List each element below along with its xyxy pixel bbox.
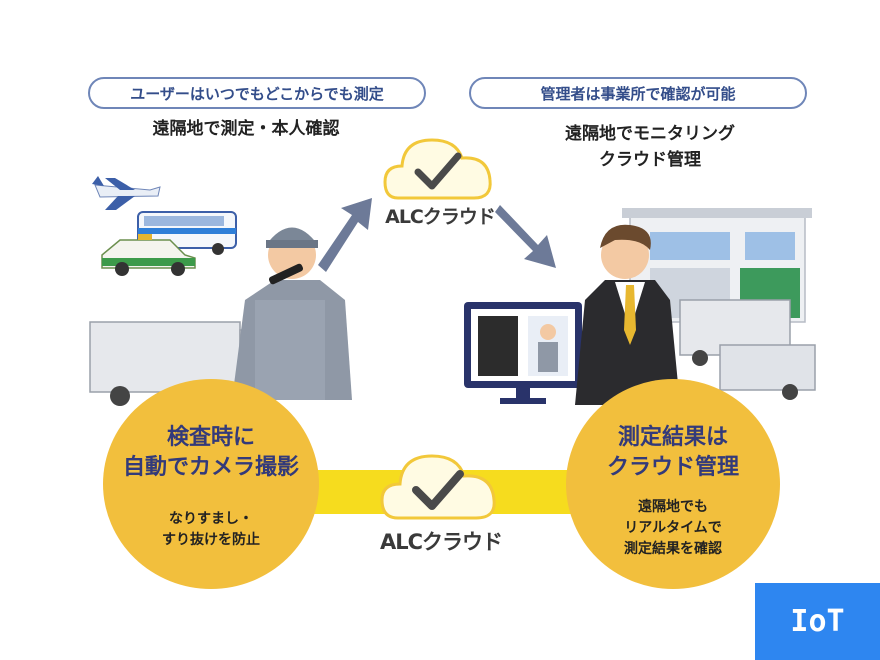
- user-measure-pill: ユーザーはいつでもどこからでも測定: [88, 77, 426, 109]
- admin-confirm-pill-text: 管理者は事業所で確認が可能: [540, 84, 736, 103]
- iot-badge: IoT: [755, 583, 880, 660]
- right-circle-sub-line2: リアルタイムで: [624, 520, 722, 536]
- taxi-icon: [101, 234, 196, 276]
- manager-icon: [575, 224, 680, 405]
- cloud-check-icon: [383, 138, 492, 200]
- cloud-top-label: ALCクラウド: [385, 206, 496, 228]
- left-circle-sub-line1: なりすまし・: [169, 511, 253, 527]
- worker-icon: [232, 227, 352, 400]
- monitor-icon: [464, 302, 582, 404]
- arrow-up-right: [318, 198, 372, 272]
- arrow-down-right: [495, 205, 556, 268]
- right-caption-line1: 遠隔地でモニタリング: [565, 124, 735, 144]
- airplane-icon: [92, 176, 161, 210]
- right-feature-circle: 測定結果は クラウド管理 遠隔地でも リアルタイムで 測定結果を確認: [566, 379, 780, 589]
- left-feature-circle: 検査時に 自動でカメラ撮影 なりすまし・ すり抜けを防止: [103, 379, 319, 589]
- truck-icon: [679, 299, 816, 400]
- left-caption-text: 遠隔地で測定・本人確認: [152, 119, 340, 139]
- left-circle-title-line1: 検査時に: [166, 425, 255, 450]
- iot-badge-text: IoT: [790, 604, 845, 639]
- cloud-bottom-label: ALCクラウド: [379, 530, 503, 554]
- cloud-check-icon: [380, 454, 496, 520]
- right-circle-sub-line1: 遠隔地でも: [638, 499, 708, 515]
- left-circle-title-line2: 自動でカメラ撮影: [122, 455, 299, 480]
- admin-confirm-pill: 管理者は事業所で確認が可能: [469, 77, 807, 109]
- right-circle-sub-line3: 測定結果を確認: [624, 541, 722, 557]
- user-measure-pill-text: ユーザーはいつでもどこからでも測定: [130, 84, 384, 103]
- right-caption-line2: クラウド管理: [599, 150, 701, 170]
- right-circle-title-line2: クラウド管理: [606, 455, 739, 480]
- left-caption: 遠隔地で測定・本人確認: [96, 116, 396, 142]
- right-circle-title-line1: 測定結果は: [617, 425, 728, 450]
- left-circle-sub-line2: すり抜けを防止: [162, 532, 260, 548]
- right-caption: 遠隔地でモニタリング クラウド管理: [500, 121, 800, 173]
